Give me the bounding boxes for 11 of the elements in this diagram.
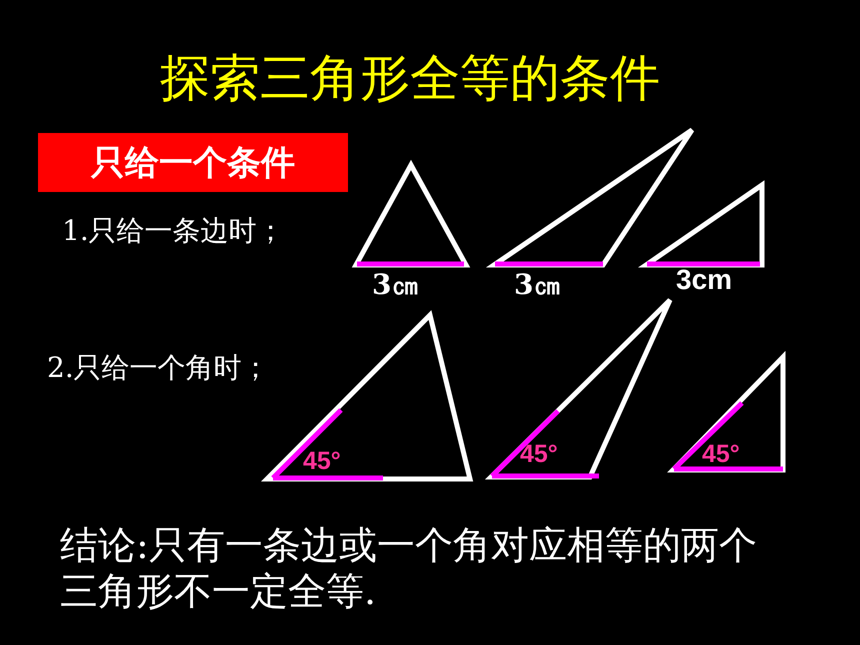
measurement-label: 3㎝ xyxy=(514,267,562,303)
slide-title: 探索三角形全等的条件 xyxy=(160,48,660,109)
measurement-label: 3cm xyxy=(676,264,732,296)
conclusion-text: 结论:只有一条边或一个角对应相等的两个三角形不一定全等. xyxy=(60,522,758,614)
section-banner: 只给一个条件 xyxy=(38,133,348,192)
angle-label: 45° xyxy=(702,440,740,469)
question-text: 1.只给一条边时； xyxy=(62,213,285,249)
question-text: 2.只给一个角时； xyxy=(47,350,270,386)
angle-label: 45° xyxy=(520,440,558,469)
measurement-label: 3㎝ xyxy=(372,267,420,303)
angle-label: 45° xyxy=(303,447,341,476)
